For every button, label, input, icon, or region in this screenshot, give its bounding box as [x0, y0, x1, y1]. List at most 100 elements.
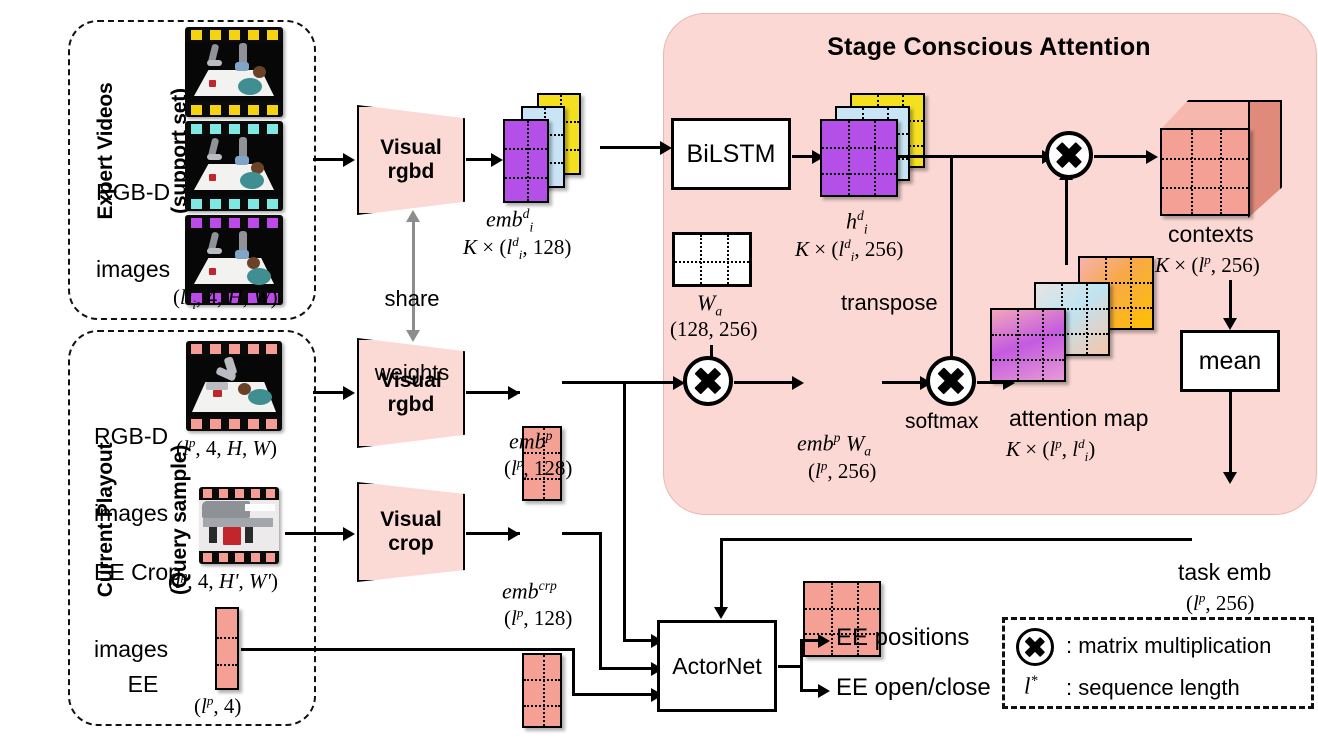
- query-rgbd-line1: RGB-D: [94, 422, 169, 449]
- wire-eevec-right: [241, 648, 575, 651]
- share-weights-line: [412, 216, 415, 338]
- wire-embp-branch-down: [623, 381, 626, 641]
- wa-matrix-box: [672, 232, 752, 287]
- wire-taskemb-down: [720, 538, 723, 612]
- arrow-taskemb-to-actor: [714, 607, 728, 619]
- emb-crp-name: embcrp: [502, 578, 557, 604]
- h-d-name: hdi: [846, 208, 868, 237]
- legend-box: [1002, 617, 1314, 709]
- wire-enc-to-embd: [466, 158, 494, 161]
- h-d-shape: K × (ldi, 256): [795, 236, 904, 265]
- crop-line2: images: [94, 635, 169, 662]
- vr-bot-line1: Visual: [380, 369, 442, 393]
- contexts-label: contexts: [1168, 221, 1254, 247]
- arrow-embd-to-bilstm: [660, 140, 672, 155]
- emb-crp-tile: [522, 653, 562, 728]
- ee-vector-tile: [215, 607, 239, 690]
- matmul-circle-contexts: [1045, 131, 1093, 179]
- arrow-crop-to-encoder: [343, 526, 355, 541]
- attention-map-tile-1: [990, 308, 1066, 382]
- wire-bilstm-to-hd: [792, 155, 816, 158]
- ee-crop-label: EE Crop images: [94, 508, 181, 714]
- legend-matmul-icon: [1016, 628, 1054, 666]
- wire-taskemb-left: [720, 538, 1192, 541]
- matmul-circle-embp-wa: [683, 356, 733, 406]
- cube-side-face: [1248, 100, 1282, 218]
- wire-embd-to-bilstm: [600, 146, 666, 149]
- arrow-ee-positions: [818, 633, 830, 648]
- query-rgbd-frame: [186, 341, 282, 431]
- sw-line2: weights: [374, 360, 450, 386]
- matmul-circle-attention: [926, 356, 976, 406]
- wire-embp-to-actor: [623, 639, 657, 642]
- wire-eevec-to-actor: [572, 693, 657, 696]
- wire-hd-branch-down: [950, 155, 953, 375]
- contexts-cube: [1160, 100, 1290, 218]
- bilstm-box: BiLSTM: [671, 118, 791, 190]
- attention-map-shape: K × (lp, ldi): [1006, 436, 1096, 465]
- ee-vector-label: EE vector: [104, 620, 182, 745]
- emb-d-tile-1: [503, 119, 549, 203]
- h-d-stack: [820, 93, 940, 203]
- wire-embpwa-to-softmax: [882, 381, 924, 384]
- expert-frame-3: [185, 215, 283, 305]
- softmax-label: softmax: [905, 410, 979, 433]
- task-emb-label: task emb: [1178, 559, 1272, 585]
- sw-line1: share: [384, 286, 440, 312]
- perforation-row: [185, 27, 283, 42]
- expert-rgbd-line1: RGB-D: [96, 178, 171, 205]
- expert-rgbd-line2: images: [96, 255, 171, 282]
- wire-attn-to-contextmul: [1065, 175, 1068, 265]
- wire-contexts-to-mean: [1229, 280, 1232, 324]
- arrow-enc-to-embd: [491, 152, 503, 167]
- legend-seqlen-text: : sequence length: [1066, 675, 1240, 700]
- emb-p-tile: [522, 426, 562, 501]
- wire-embp-right: [562, 381, 682, 384]
- expert-frame-1: [185, 27, 283, 117]
- arrow-contexts-to-mean: [1223, 318, 1237, 330]
- emb-p-wa-shape: (lp, 256): [808, 458, 877, 483]
- mean-box: mean: [1180, 330, 1280, 392]
- arrow-mul-to-embpwa: [792, 375, 804, 390]
- query-rgbd-shape: (lp, 4, H, W): [176, 435, 278, 460]
- expert-shape: (ldi, 4, H, W): [173, 284, 278, 313]
- attention-map-label: attention map: [1009, 405, 1149, 431]
- wire-hd-to-contextmul: [898, 155, 1046, 158]
- wire-embcrp-down: [599, 532, 602, 669]
- ee-openclose-label: EE open/close: [836, 674, 991, 701]
- contexts-shape: K × (lp, 256): [1155, 252, 1260, 277]
- share-weights-label: share weights: [360, 238, 464, 435]
- vr-top-line1: Visual: [380, 136, 442, 160]
- share-weights-arrow-up: [406, 210, 420, 222]
- h-d-tile-1: [820, 119, 898, 197]
- visual-rgbd-encoder-top: Visual rgbd: [357, 105, 465, 215]
- wire-crop-to-encoder: [285, 532, 345, 535]
- legend-seqlen-symbol: l*: [1024, 673, 1038, 699]
- arrow-ee-openclose: [818, 683, 830, 698]
- wire-actor-out-top: [800, 639, 822, 642]
- current-playout-group: [68, 330, 316, 726]
- expert-videos-group: [68, 20, 316, 320]
- query-rgbd-line2: images: [94, 499, 169, 526]
- wire-mul-to-embpwa: [734, 381, 796, 384]
- arrow-embp-to-mul: [673, 375, 685, 390]
- arrow-enc-to-embcrp: [508, 526, 520, 541]
- wire-contextmul-to-cube: [1094, 155, 1150, 158]
- wire-embcrp-to-actor: [599, 667, 657, 670]
- expert-frame-2: [185, 121, 283, 211]
- panel-title: Stage Conscious Attention: [827, 33, 1151, 61]
- ee-vector-shape: (lp, 4): [194, 693, 242, 718]
- wire-eevec-down: [572, 648, 575, 695]
- expert-rgbd-label: RGB-D images: [96, 128, 170, 334]
- emb-p-wa-tile: [803, 581, 881, 657]
- attention-map-stack: [990, 256, 1160, 406]
- vr-bot-line2: rgbd: [387, 393, 435, 416]
- wire-actor-out: [778, 665, 802, 668]
- wire-enc-to-embcrp: [466, 532, 520, 535]
- arrow-mean-to-taskemb: [1223, 472, 1237, 484]
- emb-crp-shape: (lp, 128): [504, 605, 573, 630]
- ee-positions-label: EE positions: [836, 624, 970, 651]
- arrow-query-to-encoder: [343, 385, 355, 400]
- wire-query-to-encoder: [313, 391, 345, 394]
